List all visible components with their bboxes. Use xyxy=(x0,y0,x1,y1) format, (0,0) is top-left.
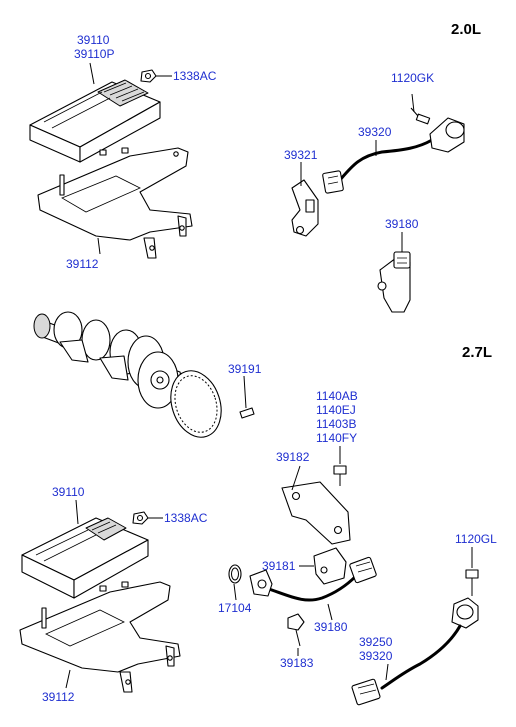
o-ring-2-7l[interactable] xyxy=(228,564,242,584)
label-39110p: 39110P xyxy=(74,47,114,61)
position-sensor-2-7l[interactable] xyxy=(249,556,377,602)
crankshaft[interactable] xyxy=(33,311,185,409)
label-39182: 39182 xyxy=(276,450,310,464)
label-39180-2-7l: 39180 xyxy=(314,620,348,634)
cmp-bracket-2-0l[interactable] xyxy=(291,179,319,237)
cmp-sensor-2-0l[interactable] xyxy=(377,251,411,313)
knock-bolt-2-7l[interactable] xyxy=(465,569,479,596)
label-39181: 39181 xyxy=(262,559,296,573)
ecu-nut-2-7l[interactable] xyxy=(132,511,149,525)
label-11403b: 11403B xyxy=(316,417,356,431)
ecu-bracket-2-7l[interactable] xyxy=(19,581,181,693)
label-1338ac-2-0l: 1338AC xyxy=(173,69,217,83)
label-39112-2-0l: 39112 xyxy=(66,257,99,271)
label-39183: 39183 xyxy=(280,656,314,670)
knock-sensor-2-7l[interactable] xyxy=(351,597,479,706)
knock-sensor-2-0l[interactable] xyxy=(322,117,465,194)
cmp-bracket-2-7l[interactable] xyxy=(281,481,351,545)
ecu-module-2-7l[interactable] xyxy=(21,517,149,599)
label-1140ej: 1140EJ xyxy=(316,403,356,417)
knock-bolt-2-0l[interactable] xyxy=(410,107,431,125)
label-39110-2-7l: 39110 xyxy=(52,485,85,499)
label-39320-2-0l: 39320 xyxy=(358,125,392,139)
sensor-bracket-2-7l[interactable] xyxy=(313,547,347,585)
label-39320-2-7l: 39320 xyxy=(359,649,393,663)
label-1338ac-2-7l: 1338AC xyxy=(164,511,208,525)
label-1120gl: 1120GL xyxy=(455,532,497,546)
reluctor-ring[interactable] xyxy=(163,364,230,444)
sensor-bolt-2-7l[interactable] xyxy=(287,613,305,647)
ecu-nut-2-0l[interactable] xyxy=(140,69,157,83)
label-39110-2-0l: 39110 xyxy=(77,33,110,47)
section-title-2-7l: 2.7L xyxy=(462,344,492,361)
label-39180-2-0l: 39180 xyxy=(385,217,419,231)
cmp-bolt-2-7l[interactable] xyxy=(333,465,347,486)
crank-bolt[interactable] xyxy=(239,407,255,419)
ecu-module-2-0l[interactable] xyxy=(29,79,161,163)
label-39321: 39321 xyxy=(284,148,318,162)
label-17104: 17104 xyxy=(218,601,252,615)
section-title-2-0l: 2.0L xyxy=(451,21,481,38)
label-1140ab: 1140AB xyxy=(316,389,358,403)
ecu-bracket-2-0l[interactable] xyxy=(37,147,193,259)
label-1120gk: 1120GK xyxy=(391,71,434,85)
label-39250: 39250 xyxy=(359,635,393,649)
label-39191: 39191 xyxy=(228,362,262,376)
label-39112-2-7l: 39112 xyxy=(42,690,75,704)
label-1140fy: 1140FY xyxy=(316,431,357,445)
